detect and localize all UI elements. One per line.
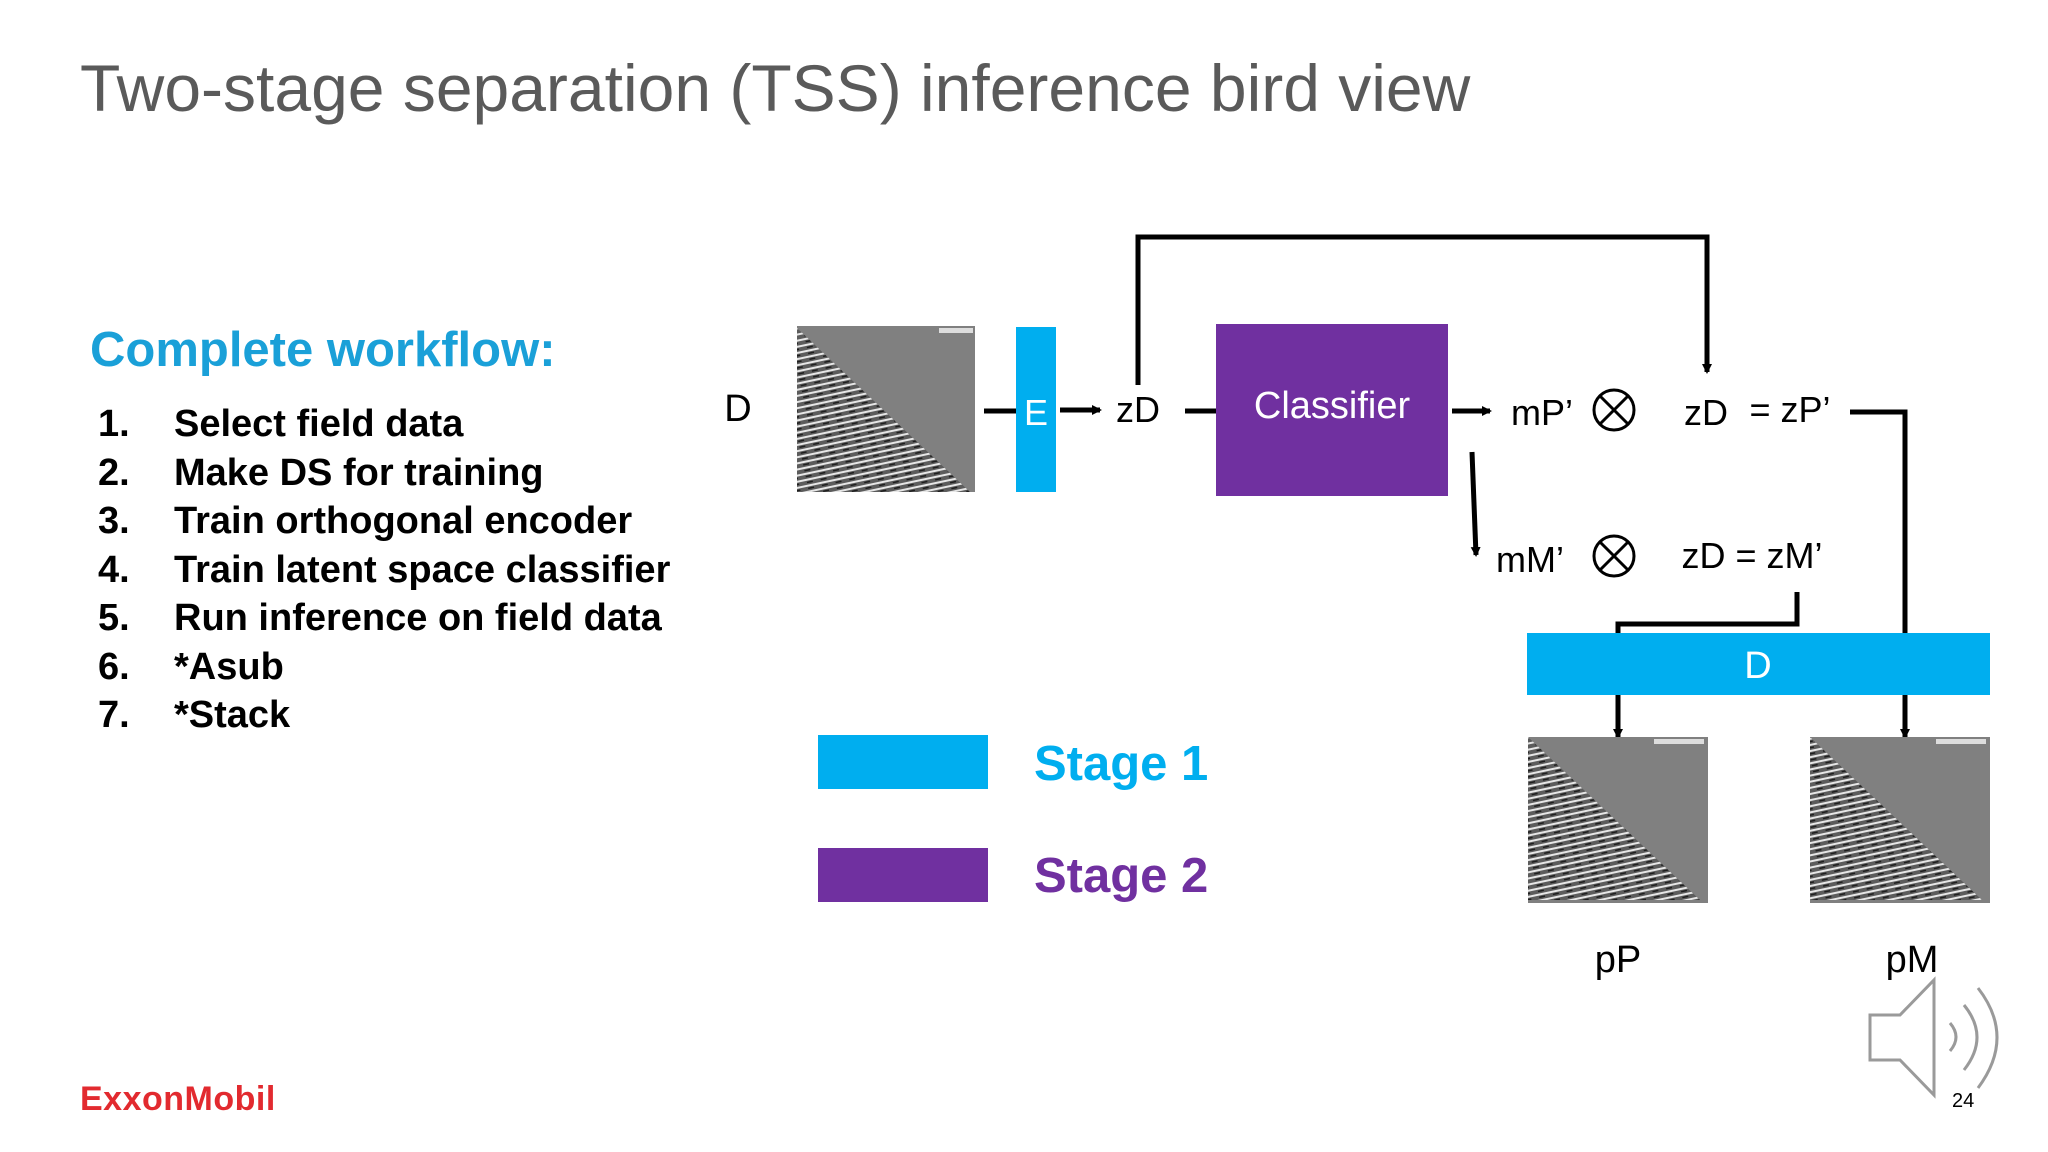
workflow-step: 6.*Asub [98,645,284,688]
page-number: 24 [1952,1090,1975,1112]
legend-stage2-swatch [818,848,988,902]
encoder-label: E [1024,392,1048,433]
workflow-heading: Complete workflow: [90,323,556,377]
workflow-step: 3.Train orthogonal encoder [98,500,633,542]
latent-skip-connection [1135,234,1712,385]
output-primary-image [1528,737,1708,903]
multiple-mask-label: mM’ [1496,539,1564,580]
exxonmobil-logo: ExxonMobil [80,1080,276,1118]
multiple-latent-label: zD = zM’ [1681,535,1822,576]
decoder-label: D [1744,645,1771,687]
workflow-list: 1.Select field data 2.Make DS for traini… [98,400,670,740]
latent-label: zD [1116,389,1160,430]
primary-mask-label: mP’ [1511,392,1573,433]
legend-stage1-label: Stage 1 [1034,737,1209,791]
primary-latent-lhs: zD [1684,392,1728,433]
legend-stage1-swatch [818,735,988,789]
decoder-block [1527,633,1990,695]
workflow-step: 4.Train latent space classifier [98,548,671,591]
speaker-icon[interactable] [1868,976,1999,1099]
workflow-step: 2.Make DS for training [98,451,544,494]
slide-title: Two-stage separation (TSS) inference bir… [80,51,1471,125]
classifier-to-multiple-mask-arrow [1469,451,1481,557]
input-label: D [724,388,751,430]
input-seismic-image [797,326,975,492]
multiply-circle-icon [1592,534,1636,578]
output-primary-label: pP [1595,939,1641,981]
legend-stage2-label: Stage 2 [1034,849,1209,903]
workflow-step: 7.*Stack [98,694,291,736]
classifier-label: Classifier [1254,385,1411,427]
workflow-step: 5.Run inference on field data [98,597,662,639]
output-multiple-image [1810,737,1990,903]
workflow-step: 1.Select field data [98,403,464,445]
encoder-block [1016,327,1056,492]
classifier-block [1216,324,1448,496]
output-multiple-label: pM [1886,939,1939,981]
primary-latent-rhs: = zP’ [1749,389,1830,430]
multiply-circle-icon [1592,388,1636,432]
primary-latent-to-decoder-arrow [1850,409,1910,739]
